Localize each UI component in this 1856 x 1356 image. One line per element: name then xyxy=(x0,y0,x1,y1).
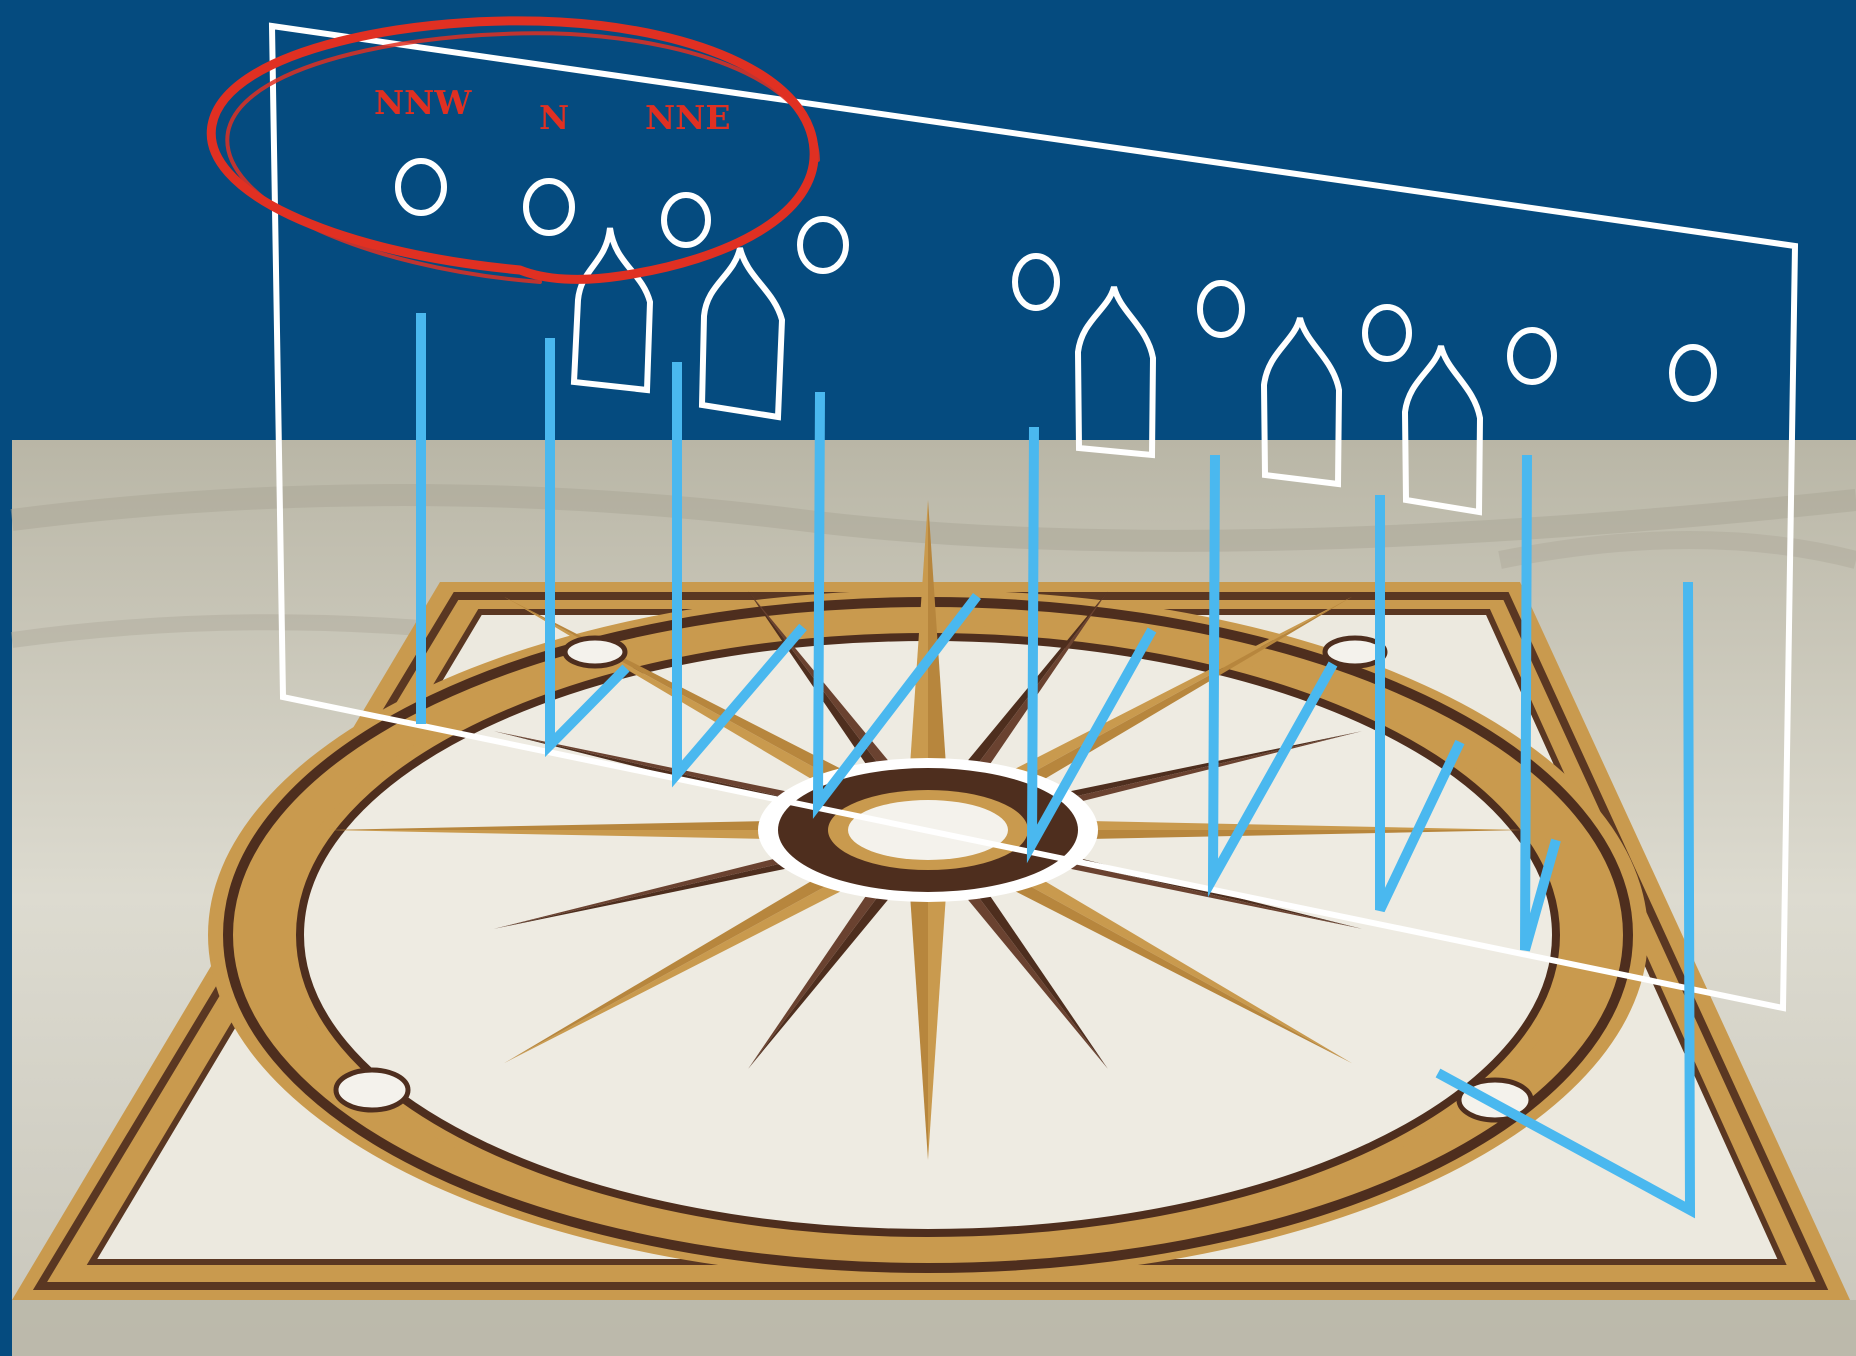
label-nne: NNE xyxy=(645,98,730,137)
label-n: N xyxy=(539,98,569,137)
label-nnw: NNW xyxy=(374,83,472,122)
